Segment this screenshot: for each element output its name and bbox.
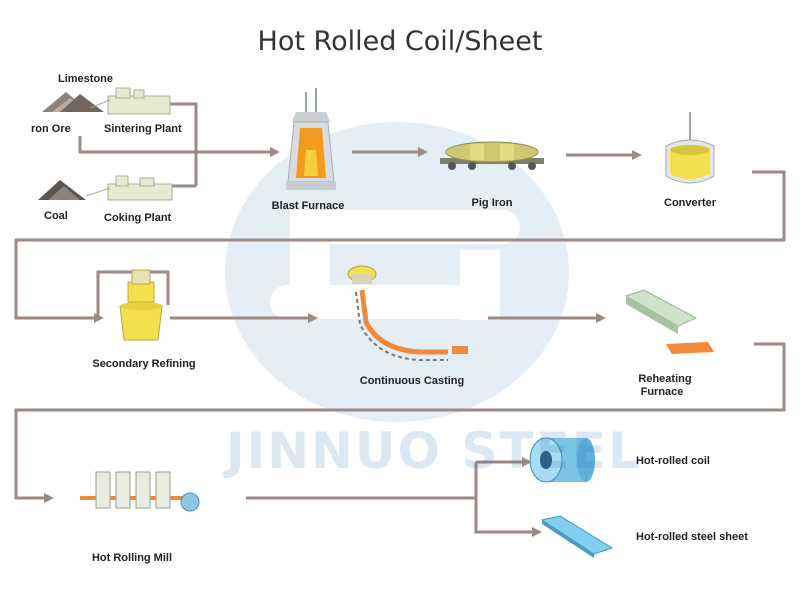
arrow-to-caster: [308, 313, 318, 323]
caster-icon: [347, 265, 468, 361]
blast-furnace-icon: [286, 88, 336, 190]
connector-branch-coil: [474, 462, 536, 534]
label-continuous-casting: Continuous Casting: [359, 375, 465, 387]
arrowheads: [44, 147, 642, 537]
connector-sintering: [170, 102, 198, 186]
converter-icon: [665, 112, 715, 184]
coal-pile-icon: [38, 180, 86, 200]
label-pig-iron: Pig Iron: [471, 197, 513, 209]
label-sintering-plant: Sintering Plant: [104, 123, 182, 135]
label-coking-plant: Coking Plant: [104, 212, 172, 224]
label-hot-rolled-sheet: Hot-rolled steel sheet: [636, 531, 748, 543]
refining-ladle-icon: [119, 269, 163, 341]
label-coal: Coal: [44, 210, 68, 222]
label-hot-rolled-coil: Hot-rolled coil: [636, 455, 710, 467]
arrow-to-reheat: [596, 313, 606, 323]
rolling-mill-icon: [80, 471, 200, 512]
reheating-furnace-icon: [624, 289, 714, 354]
label-hot-rolling-mill: Hot Rolling Mill: [91, 552, 173, 564]
arrow-to-refining: [94, 313, 104, 323]
arrow-to-converter: [632, 150, 642, 160]
arrow-to-furnace: [270, 147, 280, 157]
connector-row1-return: [14, 170, 786, 320]
coking-plant-icon: [85, 175, 173, 201]
label-iron-ore: ron Ore: [31, 123, 71, 135]
arrow-to-coil: [522, 457, 532, 467]
steel-sheet-icon: [540, 515, 614, 558]
label-blast-furnace: Blast Furnace: [271, 200, 345, 212]
label-reheating-furnace-2: Furnace: [640, 386, 684, 398]
label-converter: Converter: [664, 197, 716, 209]
label-limestone: Limestone: [58, 73, 114, 85]
arrow-to-sheet: [532, 527, 542, 537]
stone-pile-icon: [42, 92, 104, 112]
watermark-text: JINNUO STEEL: [226, 422, 642, 480]
label-secondary-refining: Secondary Refining: [92, 358, 196, 370]
connector-iron-ore: [78, 136, 272, 154]
label-reheating-furnace-1: Reheating: [638, 373, 692, 385]
watermark-logo: [225, 122, 569, 422]
steel-coil-icon: [529, 437, 595, 483]
pig-iron-car-icon: [440, 141, 544, 170]
connector-row2-return: [14, 342, 786, 500]
diagram-title: Hot Rolled Coil/Sheet: [257, 26, 543, 57]
sintering-plant-icon: [89, 87, 171, 115]
arrow-to-mill: [44, 493, 54, 503]
arrow-to-pig-iron: [418, 147, 428, 157]
